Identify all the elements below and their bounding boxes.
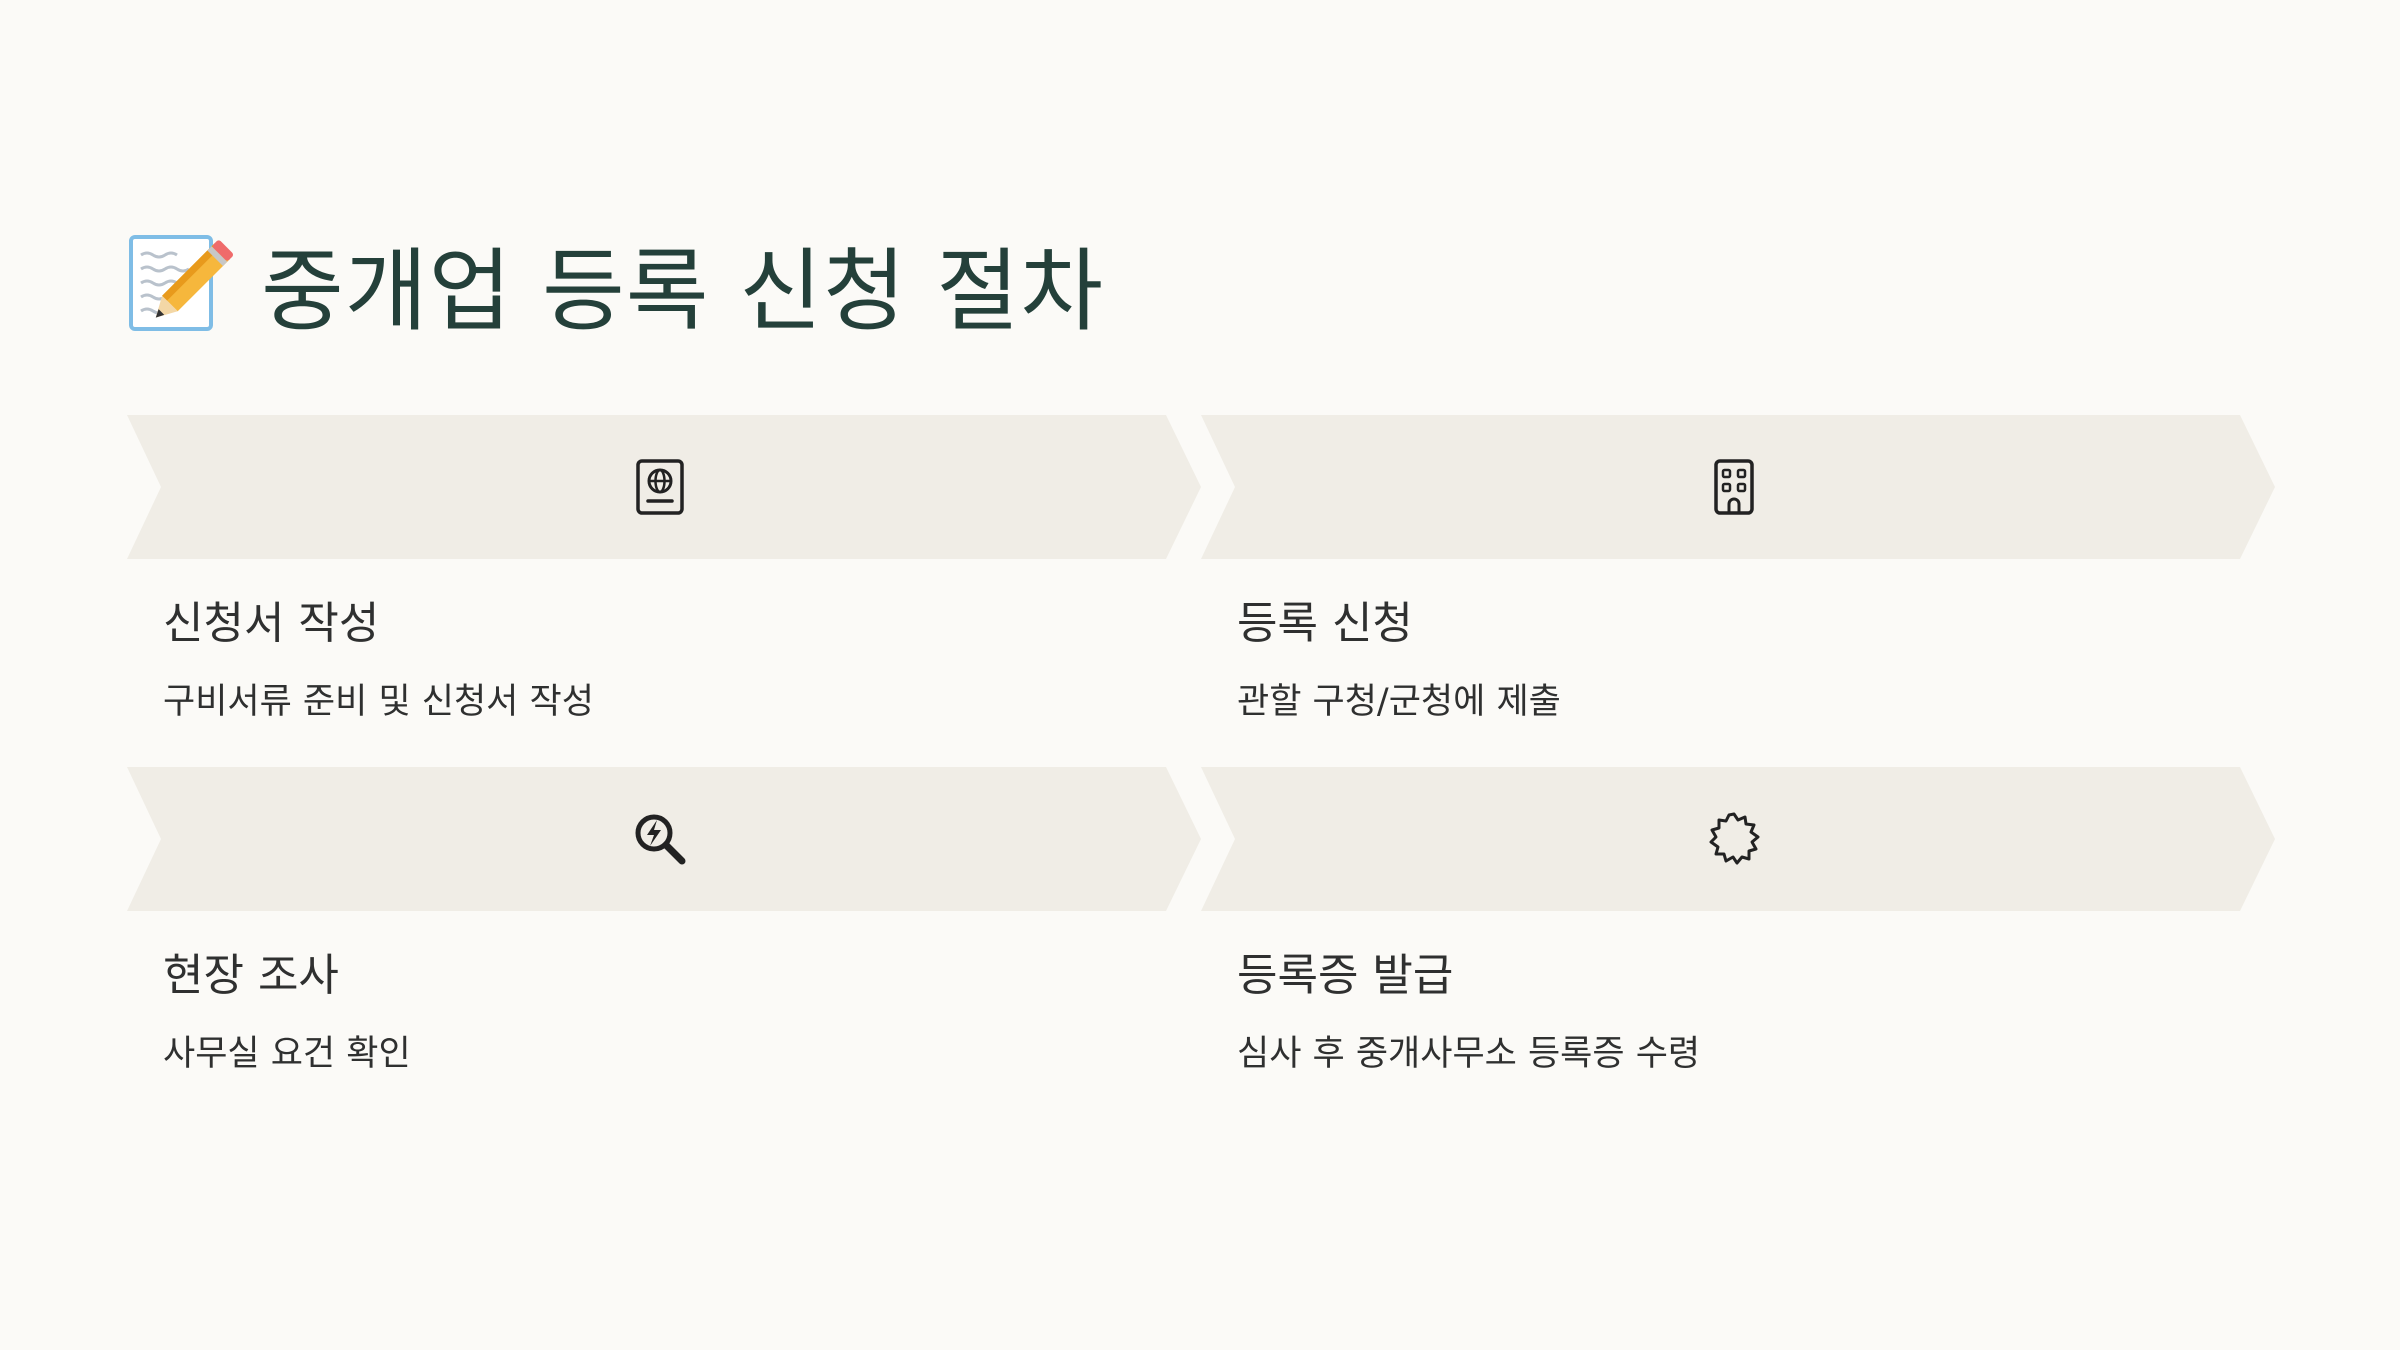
step-description: 심사 후 중개사무소 등록증 수령	[1237, 1034, 1701, 1074]
passport-icon	[636, 459, 684, 515]
search-inspect-icon	[635, 814, 686, 865]
chevron-banner	[1201, 415, 2275, 559]
chevron-shape	[127, 767, 1201, 911]
memo-pencil-icon	[129, 235, 234, 331]
step-title: 신청서 작성	[163, 598, 380, 649]
step-title: 현장 조사	[163, 950, 339, 1001]
step-title: 등록 신청	[1237, 598, 1413, 649]
step-description: 사무실 요건 확인	[163, 1034, 411, 1074]
step-title: 등록증 발급	[1237, 950, 1454, 1001]
step-description: 관할 구청/군청에 제출	[1237, 682, 1561, 722]
certificate-seal-icon	[1709, 812, 1760, 865]
chevron-banner	[127, 415, 1201, 559]
chevron-banner	[127, 767, 1201, 911]
chevron-banner	[1201, 767, 2275, 911]
building-icon	[1714, 459, 1754, 515]
page-title-text: 중개업 등록 신청 절차	[261, 239, 1105, 344]
step-description: 구비서류 준비 및 신청서 작성	[163, 682, 594, 722]
chevron-shape	[1201, 767, 2275, 911]
page-title: 중개업 등록 신청 절차	[127, 228, 1104, 344]
